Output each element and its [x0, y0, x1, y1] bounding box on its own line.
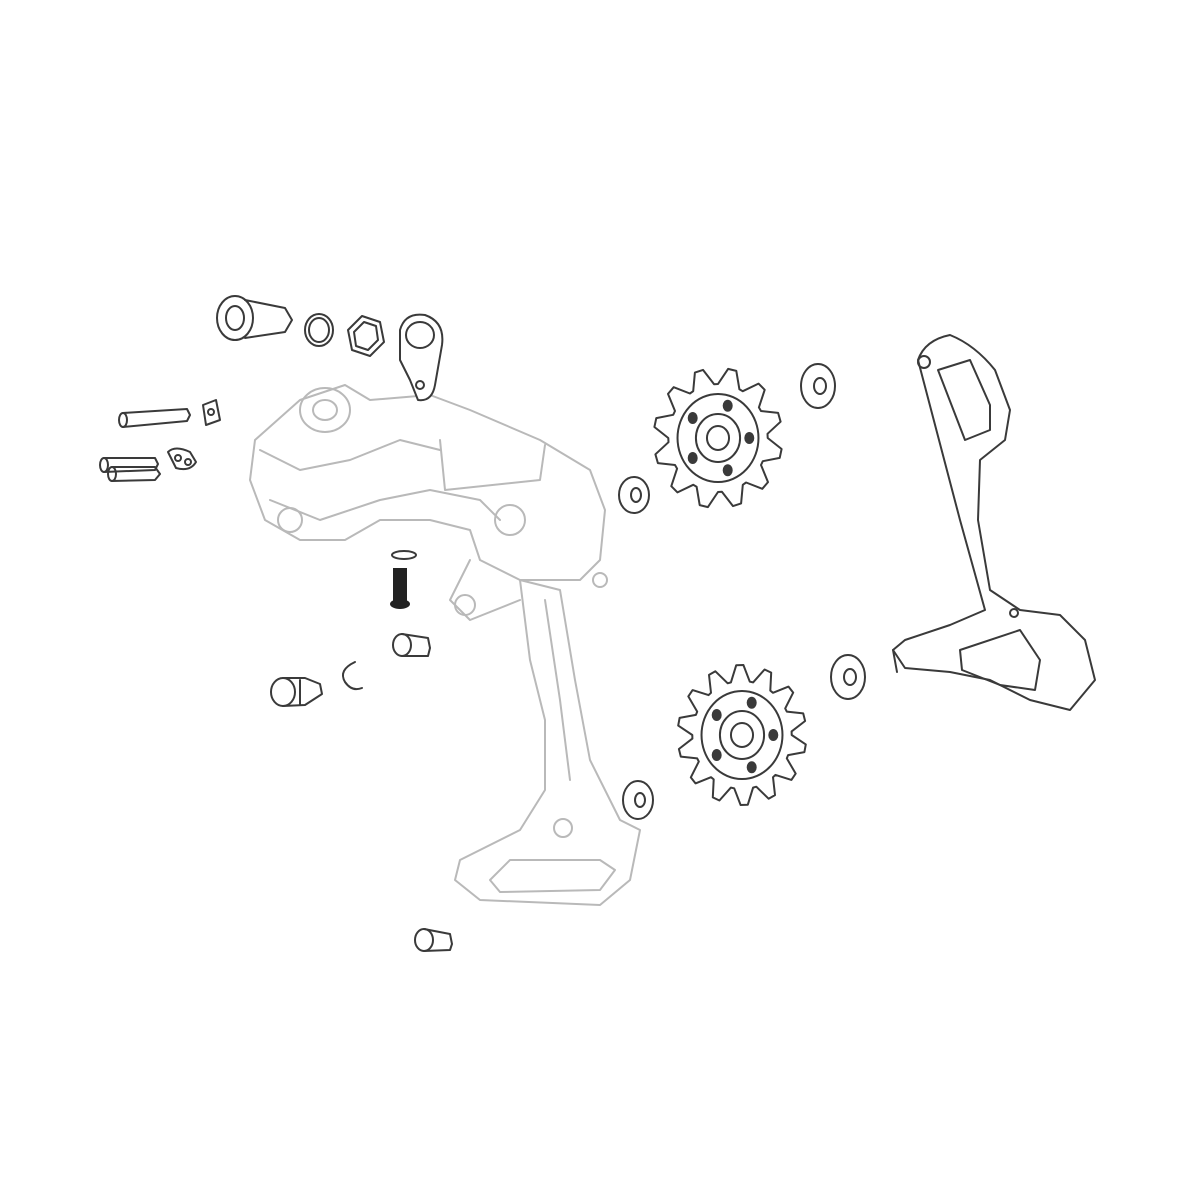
pulley-bore	[729, 722, 755, 748]
pulley-teeth	[653, 367, 783, 509]
pulley-bore	[705, 425, 731, 451]
square-washer	[347, 315, 385, 357]
upper-pulley-washer-outer	[800, 363, 836, 409]
lower-pulley-washer-outer	[830, 654, 866, 700]
pulley-rim	[676, 393, 760, 483]
upper-pulley	[653, 367, 783, 509]
pivot-sleeve	[392, 633, 431, 657]
cable-guide-upper	[202, 399, 221, 426]
long-bolt-upper	[118, 408, 191, 428]
pulley-spoke-cutout	[722, 464, 733, 477]
pulley-spoke-cutout	[746, 761, 757, 774]
pulley-spoke-cutout	[722, 399, 733, 412]
derailleur-body	[249, 384, 608, 621]
pulley-spoke-cutout	[711, 749, 722, 761]
pulley-spoke-cutout	[746, 696, 757, 709]
bolt-pair-lower	[99, 457, 161, 482]
pulley-rim	[700, 690, 784, 780]
mounting-bolt-bushing	[216, 295, 293, 341]
upper-pulley-washer-inner	[618, 476, 650, 514]
cable-guide-lower	[167, 447, 197, 471]
lower-pulley	[677, 664, 807, 806]
pulley-teeth	[677, 664, 807, 806]
pulley-spoke-cutout	[744, 432, 755, 444]
pulley-bearing	[718, 710, 766, 760]
pulley-spoke-cutout	[768, 729, 779, 741]
pulley-bearing	[694, 413, 742, 463]
lower-pulley-washer-inner	[622, 780, 654, 820]
barrel-adjuster	[270, 677, 323, 707]
outer-cage-plate	[892, 334, 1096, 711]
cage-stop-bolt	[414, 928, 453, 952]
pulley-spoke-cutout	[687, 452, 698, 464]
pulley-spoke-cutout	[687, 412, 698, 424]
derailleur-cage	[454, 579, 641, 906]
o-ring	[304, 313, 334, 347]
black-bolt	[390, 550, 417, 609]
b-tension-cam	[399, 313, 444, 402]
c-clip	[342, 661, 363, 691]
pulley-spoke-cutout	[711, 709, 722, 721]
